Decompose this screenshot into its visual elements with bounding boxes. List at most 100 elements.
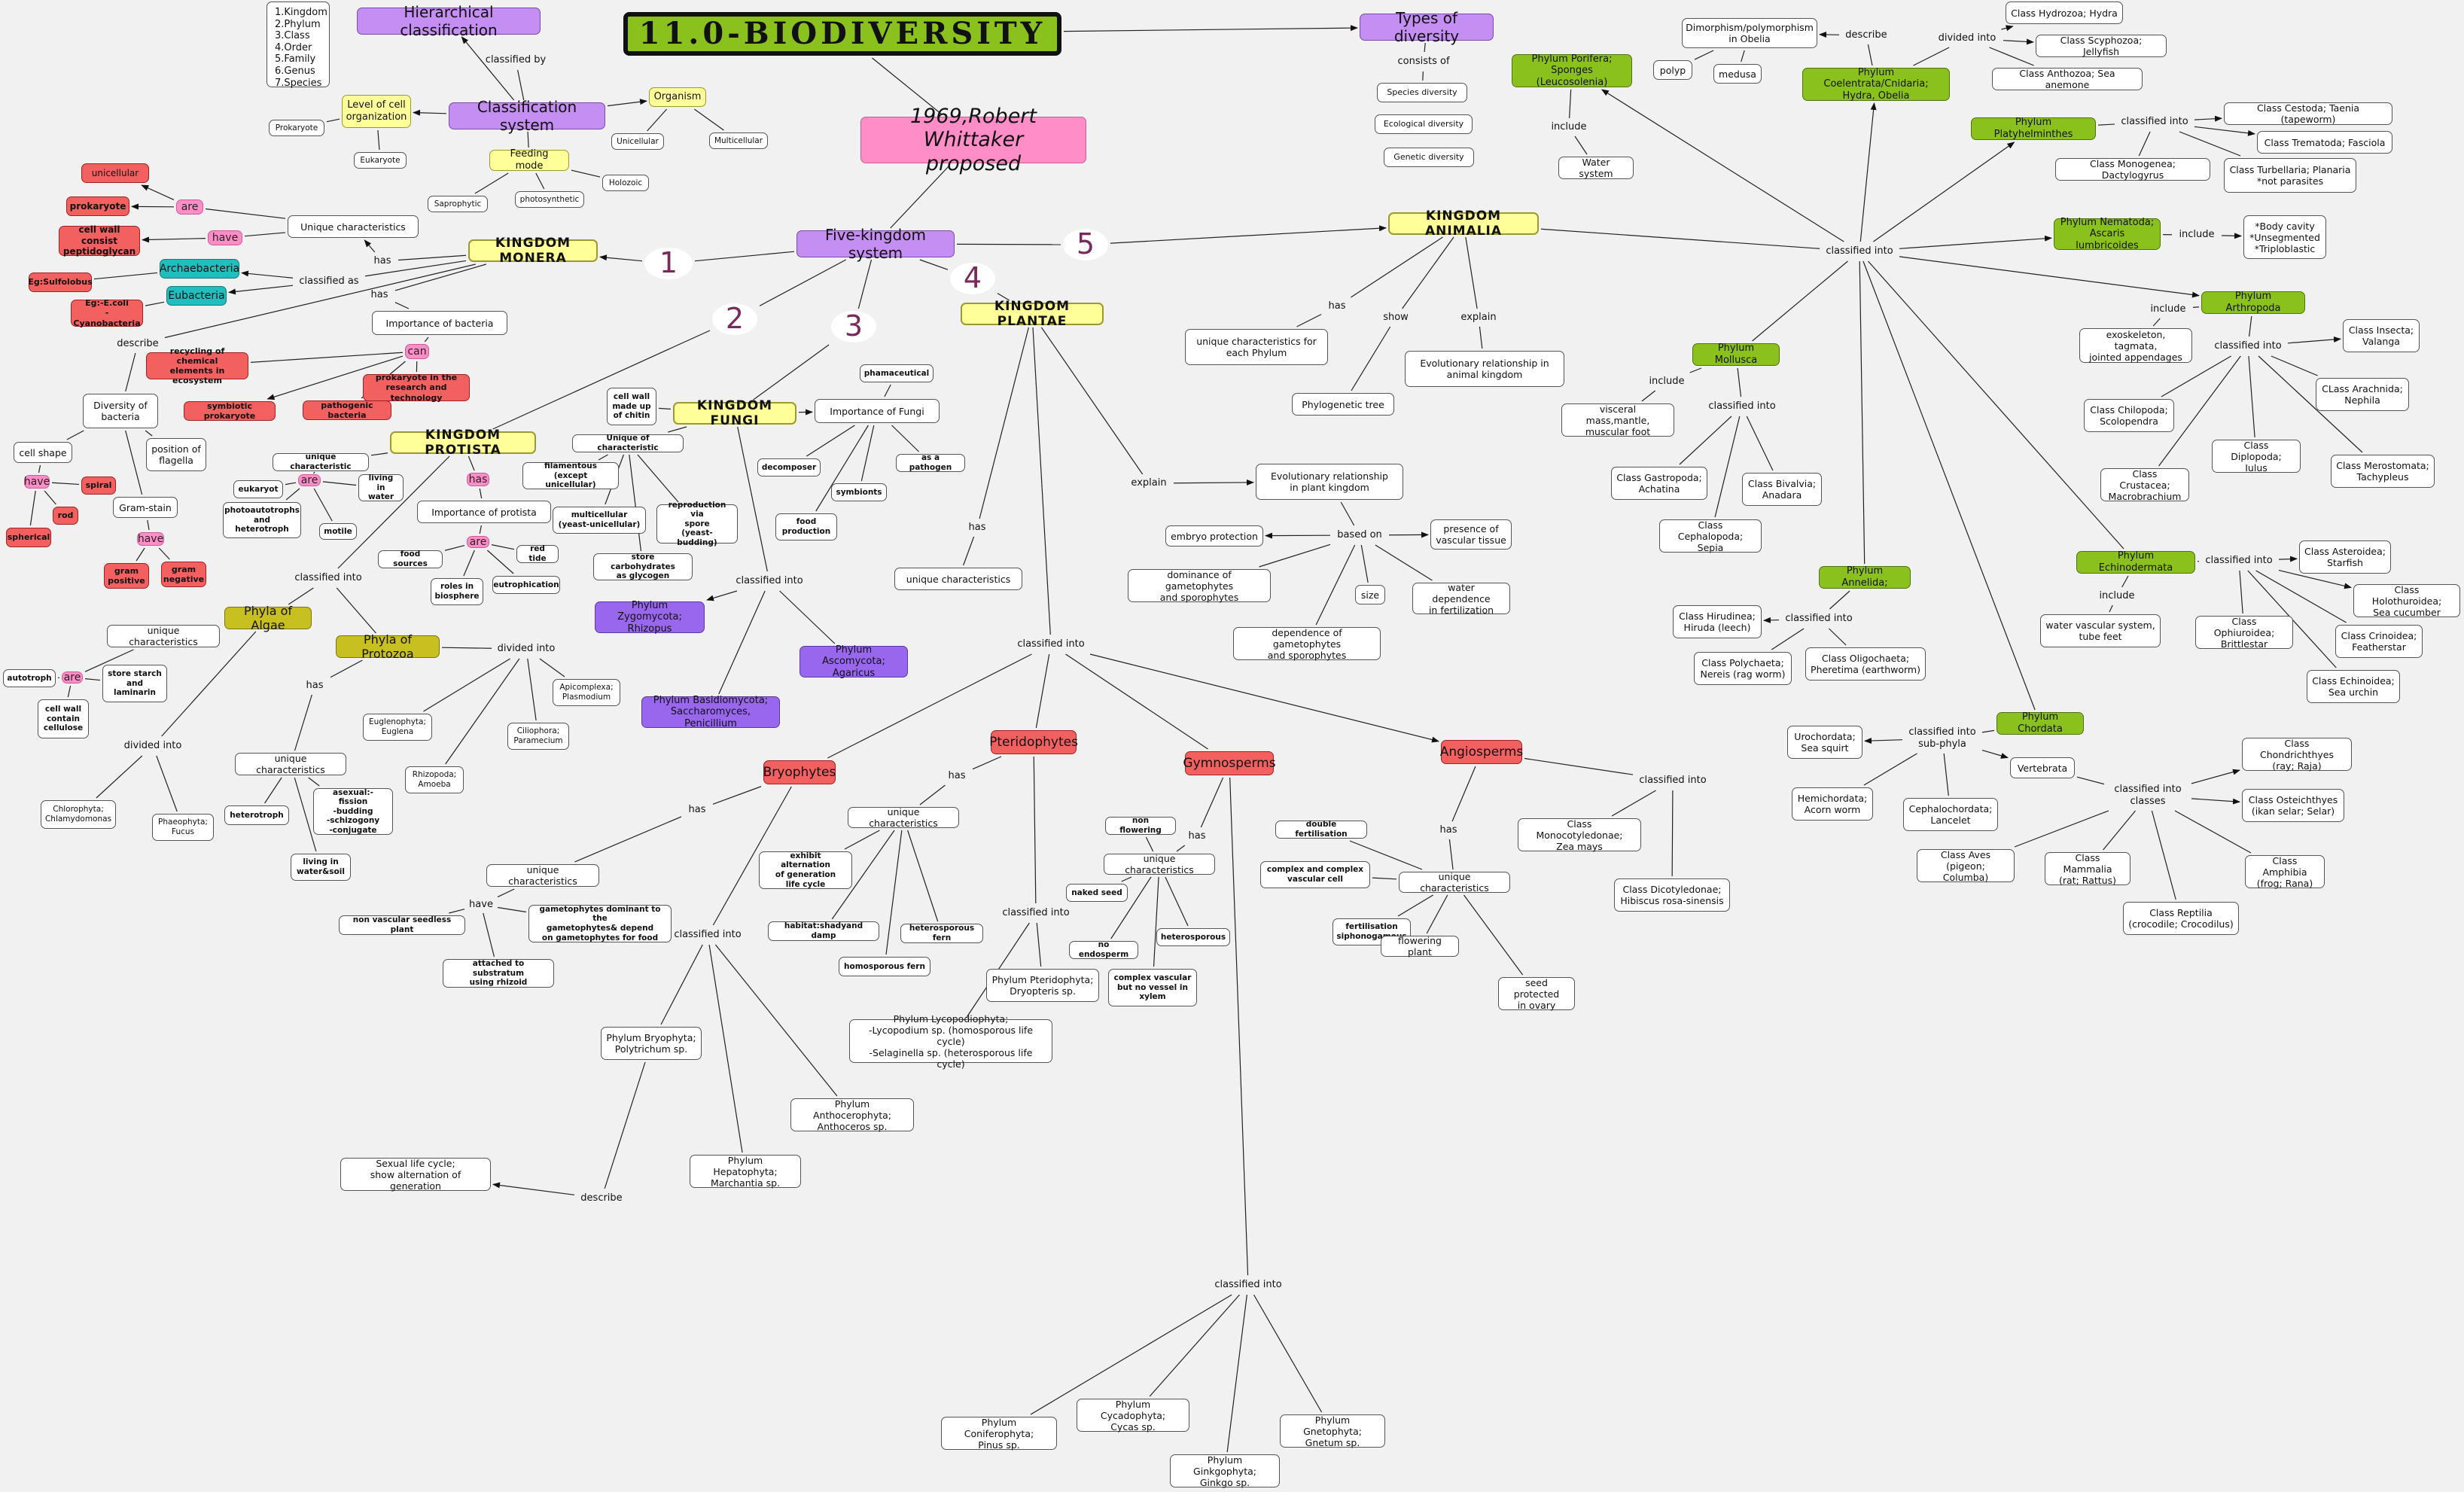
node-n3[interactable]: 3	[831, 309, 876, 343]
node-has_m2[interactable]: has	[370, 289, 388, 301]
node-arachnida[interactable]: CLass Arachnida; Nephila	[2316, 378, 2409, 411]
node-describe_co[interactable]: describe	[1845, 29, 1887, 41]
node-are_p[interactable]: are	[298, 474, 321, 486]
node-turbel[interactable]: Class Turbellaria; Planaria *not parasit…	[2224, 158, 2356, 193]
node-eukaryot[interactable]: eukaryot	[233, 480, 283, 498]
node-osteich[interactable]: Class Osteichthyes (ikan selar; Selar)	[2242, 789, 2344, 822]
node-classinto_ar[interactable]: classified into	[2214, 340, 2282, 352]
node-gymno[interactable]: Gymnosperms	[1183, 751, 1276, 775]
node-waterdep[interactable]: water dependence in fertilization	[1412, 582, 1510, 616]
node-hemichord[interactable]: Hemichordata; Acorn worm	[1792, 787, 1873, 821]
node-insecta[interactable]: Class Insecta; Valanga	[2343, 319, 2420, 352]
node-embryo[interactable]: embryo protection	[1165, 525, 1263, 547]
node-uniq_phylum[interactable]: unique characteristics for each Phylum	[1185, 329, 1328, 365]
node-pathogen[interactable]: as a pathogen	[896, 453, 965, 472]
node-cellwall_f[interactable]: cell wall made up of chitin	[607, 388, 656, 425]
node-gastro[interactable]: Class Gastropoda; Achatina	[1611, 467, 1707, 500]
node-eco_div[interactable]: Ecological diversity	[1375, 114, 1473, 134]
node-bryophytes[interactable]: Bryophytes	[763, 760, 836, 784]
node-impbact[interactable]: Importance of bacteria	[372, 311, 507, 335]
node-pathogenic[interactable]: pathogenic bacteria	[303, 400, 391, 420]
node-mollusca[interactable]: Phylum Mollusca	[1692, 343, 1780, 366]
node-trematoda[interactable]: Class Trematoda; Fasciola	[2257, 131, 2392, 154]
node-nakedseed[interactable]: naked seed	[1066, 884, 1128, 902]
node-n5[interactable]: 5	[1063, 227, 1108, 260]
node-bryophyta[interactable]: Phylum Bryophyta; Polytrichum sp.	[601, 1027, 702, 1060]
node-holoth[interactable]: Class Holothuroidea; Sea cucumber	[2353, 584, 2460, 618]
node-nematoda[interactable]: Phylum Nematoda; Ascaris lumbricoides	[2054, 217, 2161, 251]
node-algae[interactable]: Phyla of Algae	[224, 604, 312, 632]
node-motile[interactable]: motile	[319, 523, 357, 540]
node-include_po[interactable]: include	[1551, 121, 1587, 133]
node-has_an[interactable]: has	[1439, 824, 1457, 836]
node-symbionts[interactable]: symbionts	[831, 483, 887, 501]
node-sulfolobus[interactable]: Eg:Sulfolobus	[28, 273, 93, 292]
node-level[interactable]: Level of cell organization	[342, 95, 411, 128]
node-unicellular[interactable]: unicellular	[81, 163, 149, 183]
node-apico[interactable]: Apicomplexa; Plasmodium	[553, 679, 620, 706]
node-monera[interactable]: KINGDOM MONERA	[468, 236, 598, 266]
node-attached[interactable]: attached to substratum using rhizoid	[443, 959, 554, 988]
node-dimorph[interactable]: Dimorphism/polymorphism in Obelia	[1682, 18, 1817, 48]
node-are_m[interactable]: are	[176, 199, 203, 215]
node-pteridophyta[interactable]: Phylum Pteridophyta; Dryopteris sp.	[986, 969, 1099, 1002]
node-uniqcharistic[interactable]: unique characteristic	[273, 452, 369, 471]
node-spherical[interactable]: spherical	[6, 528, 51, 547]
node-protozoa[interactable]: Phyla of Protozoa	[336, 632, 440, 661]
node-anthozoa[interactable]: Class Anthozoa; Sea anemone	[1992, 68, 2143, 90]
node-diplopoda[interactable]: Class Diplopoda; Iulus	[2212, 440, 2301, 473]
node-basedon[interactable]: based on	[1337, 529, 1382, 541]
node-classinto_ve[interactable]: classified into classes	[2114, 784, 2182, 807]
node-pharma[interactable]: phamaceutical	[860, 364, 934, 382]
node-cellshape[interactable]: cell shape	[14, 442, 72, 463]
node-gametodom[interactable]: gametophytes dominant to the gametophyte…	[528, 905, 672, 942]
node-repro[interactable]: reproduction via spore (yeast-budding)	[656, 501, 738, 547]
node-posflag[interactable]: position of flagella	[146, 438, 206, 471]
node-explain_an[interactable]: explain	[1460, 312, 1497, 324]
node-animalia[interactable]: KINGDOM ANIMALIA	[1388, 209, 1539, 239]
node-classinto_f[interactable]: classified into	[736, 575, 803, 587]
node-echino[interactable]: Phylum Echinodermata	[2076, 550, 2195, 574]
node-exo[interactable]: exoskeleton, tagmata, jointed appendages	[2079, 328, 2192, 363]
node-asco[interactable]: Phylum Ascomycota; Agaricus	[800, 644, 908, 679]
node-species_div[interactable]: Species diversity	[1377, 83, 1467, 102]
node-has_an2[interactable]: has	[1328, 300, 1346, 312]
node-medusa[interactable]: medusa	[1713, 64, 1762, 84]
node-hier[interactable]: Hierarchical classification	[357, 3, 541, 39]
node-doublefert[interactable]: double fertilisation	[1275, 820, 1367, 839]
node-homospore[interactable]: homosporous fern	[839, 957, 930, 976]
node-cellwall[interactable]: cell wall consist peptidoglycan	[59, 224, 140, 257]
node-anthoc[interactable]: Phylum Anthocerophyta; Anthoceros sp.	[790, 1098, 914, 1132]
node-uniq_al[interactable]: unique characteristics	[107, 625, 220, 647]
node-classinto_pl[interactable]: classified into	[1017, 638, 1085, 650]
node-heterotroph[interactable]: heterotroph	[224, 805, 289, 825]
node-uniq_pl[interactable]: unique characteristics	[894, 568, 1022, 590]
node-monogenea[interactable]: Class Monogenea; Dactylogyrus	[2055, 158, 2210, 181]
node-complexvasc[interactable]: complex vascular but no vessel in xylem	[1108, 969, 1197, 1006]
node-chordata[interactable]: Phylum Chordata	[1996, 711, 2084, 735]
node-filament[interactable]: filamentous (except unicellular)	[522, 461, 619, 489]
node-reptilia[interactable]: Class Reptilia (crocodile; Crocodilus)	[2123, 902, 2239, 935]
node-noendo[interactable]: no endosperm	[1069, 940, 1138, 959]
node-chloro[interactable]: Chlorophyta; Chlamydomonas	[41, 800, 116, 829]
node-eukaryote_c[interactable]: Eukaryote	[354, 152, 407, 169]
node-eutroph[interactable]: eutrophication	[492, 576, 560, 594]
node-classifiedby[interactable]: classified by	[485, 54, 547, 66]
node-livingwater[interactable]: living in water	[358, 473, 404, 501]
node-has_pt[interactable]: has	[948, 770, 966, 782]
node-autotroph[interactable]: autotroph	[3, 669, 56, 687]
node-cephalo[interactable]: Class Cephalopoda; Sepia	[1659, 519, 1762, 553]
node-include_mo[interactable]: include	[1649, 376, 1685, 388]
node-redtide[interactable]: red tide	[516, 544, 559, 563]
node-foodsrc[interactable]: food sources	[378, 550, 443, 568]
node-symbiotic[interactable]: symbiotic prokaryote	[184, 401, 276, 421]
node-divinto_al[interactable]: divided into	[123, 740, 182, 752]
node-classinto_br[interactable]: classified into	[674, 929, 742, 941]
node-uniq_pt[interactable]: unique characteristics	[848, 806, 959, 829]
node-describe_m[interactable]: describe	[117, 338, 159, 350]
node-seedprot[interactable]: seed protected in ovary	[1498, 977, 1575, 1011]
node-can[interactable]: can	[405, 344, 429, 359]
node-uniq_an[interactable]: unique characteristics	[1399, 871, 1510, 894]
node-feeding[interactable]: Feeding mode	[489, 148, 569, 172]
node-dominance[interactable]: dominance of gametophytes and sporophyte…	[1128, 569, 1271, 603]
